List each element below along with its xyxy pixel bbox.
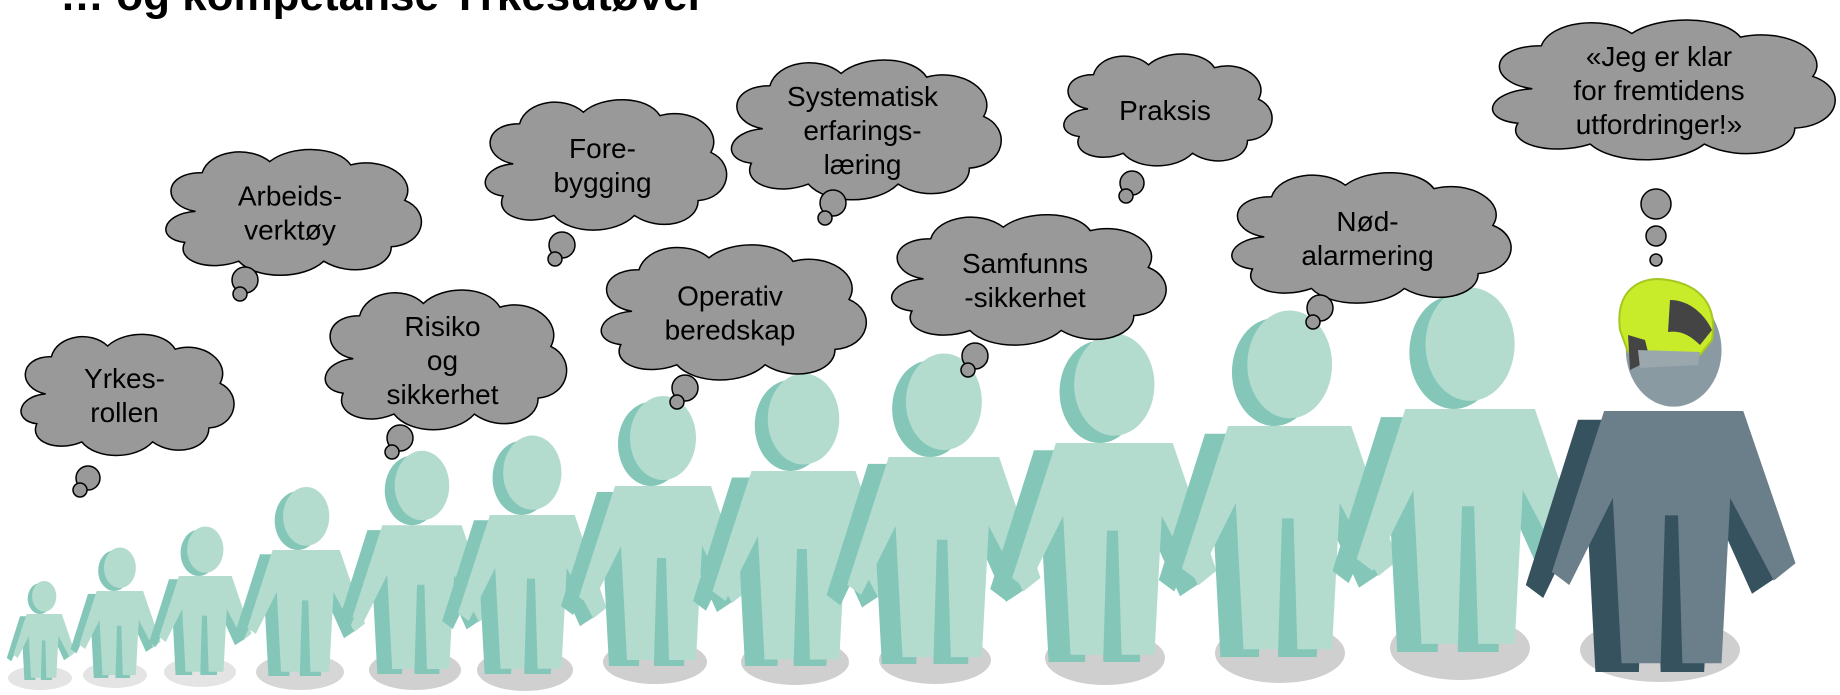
cloud-shape <box>21 334 234 455</box>
cloud-shape <box>601 245 866 380</box>
cloud-shape <box>892 215 1166 345</box>
figure-group <box>6 278 1796 680</box>
person-figure-3 <box>149 526 252 675</box>
bubble-text-line: alarmering <box>1301 240 1433 271</box>
helmet-icon <box>1618 278 1715 370</box>
thought-tail-dot-3 <box>1649 253 1663 267</box>
thought-tail-dot-2 <box>384 444 400 460</box>
person-figure-12 <box>1332 287 1584 652</box>
person-figure-9 <box>826 353 1041 664</box>
person-figure-1 <box>6 581 75 680</box>
bubble-text-line: Fore- <box>569 133 636 164</box>
thought-tail-dot-2 <box>1118 188 1134 204</box>
firefighter-figure <box>1525 278 1796 672</box>
bubble-text-line: og <box>427 345 458 376</box>
cloud-shape <box>731 60 1001 200</box>
bubble-text-line: Yrkes- <box>84 363 165 394</box>
thought-bubbles: Yrkes-rollenArbeids-verktøyRisikoogsikke… <box>21 20 1836 498</box>
person-figure-2 <box>70 547 161 678</box>
thought-tail-dot-2 <box>1305 314 1321 330</box>
bubble-text-line: Operativ <box>677 280 783 311</box>
bubble-text-line: Nød- <box>1336 206 1398 237</box>
bubble-text-line: beredskap <box>665 314 796 345</box>
thought-tail-dot-2 <box>669 394 685 410</box>
bubble-text-line: «Jeg er klar <box>1586 41 1732 72</box>
bubble-text-line: -sikkerhet <box>964 282 1086 313</box>
thought-bubble-praksis: Praksis <box>1064 54 1272 204</box>
thought-tail-dot-2 <box>960 362 976 378</box>
thought-bubble-samfunns: Samfunns-sikkerhet <box>892 215 1166 378</box>
bubble-text-line: bygging <box>553 167 651 198</box>
thought-tail-dot-2 <box>72 482 88 498</box>
thought-tail-dot-1 <box>819 189 847 217</box>
thought-bubble-yrkesrollen: Yrkes-rollen <box>21 334 234 498</box>
cloud-shape <box>485 100 726 230</box>
bubble-text-line: utfordringer!» <box>1576 109 1743 140</box>
bubble-text-line: sikkerhet <box>386 379 498 410</box>
person-figure-4 <box>234 487 365 676</box>
bubble-text-line: Praksis <box>1119 95 1211 126</box>
bubble-text-line: verktøy <box>244 214 336 245</box>
bubble-text-line: læring <box>824 149 902 180</box>
cloud-shape <box>1493 20 1836 160</box>
cloud-shape <box>325 290 566 430</box>
thought-bubble-nodalarmering: Nød-alarmering <box>1232 173 1511 330</box>
thought-tail-dot-2 <box>547 251 563 267</box>
bubble-text-line: rollen <box>90 397 158 428</box>
cloud-shape <box>166 150 422 276</box>
cloud-shape <box>1232 173 1511 303</box>
thought-tail-dot-2 <box>817 210 833 226</box>
thought-tail-dot-1 <box>1640 188 1672 220</box>
bubble-text-line: Risiko <box>404 311 480 342</box>
thought-bubble-arbeidsverktoy: Arbeids-verktøy <box>166 150 422 302</box>
person-figure-10 <box>990 333 1217 662</box>
cloud-shape <box>1064 54 1272 166</box>
bubble-text-line: for fremtidens <box>1573 75 1744 106</box>
bubble-text-line: erfarings- <box>803 115 921 146</box>
thought-tail-dot-2 <box>232 286 248 302</box>
thought-tail-dot-2 <box>1645 225 1667 247</box>
bubble-text-line: Systematisk <box>787 81 939 112</box>
thought-bubble-forebygging: Fore-bygging <box>485 100 726 267</box>
page-title: … og kompetanse Yrkesutøver <box>60 0 705 20</box>
bubble-text-line: Arbeids- <box>238 180 342 211</box>
bubble-text-line: Samfunns <box>962 248 1088 279</box>
